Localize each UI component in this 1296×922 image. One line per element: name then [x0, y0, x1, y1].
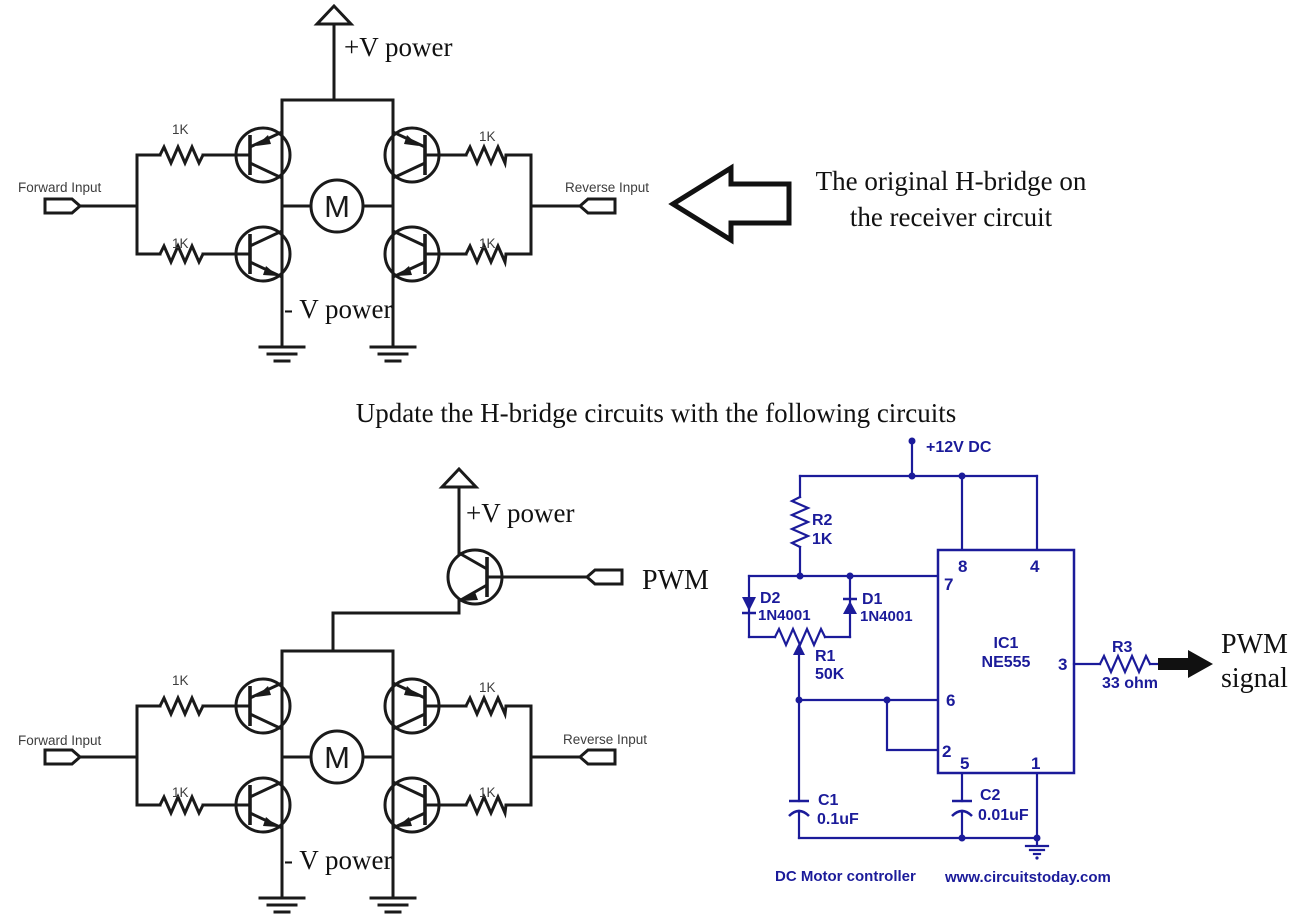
ic-part: NE555 — [982, 654, 1031, 671]
resistor-r3 — [1098, 653, 1152, 675]
potentiometer-r1 — [773, 626, 827, 648]
plus-v-arrow-icon — [313, 3, 355, 26]
resistor-value-label: 1K — [479, 236, 496, 251]
r2-value: 1K — [812, 531, 833, 548]
resistor-value-label: 1K — [172, 785, 189, 800]
r2-name: R2 — [812, 512, 833, 529]
r3-name: R3 — [1112, 639, 1133, 656]
resistor-1k-top-left — [158, 694, 205, 718]
forward-input-label: Forward Input — [18, 180, 102, 195]
pin-4: 4 — [1030, 557, 1040, 576]
motor — [309, 729, 365, 785]
resistor-1k-top-right — [464, 694, 508, 720]
c2-name: C2 — [980, 787, 1001, 804]
c1-name: C1 — [818, 792, 839, 809]
resistor-1k-top-left — [158, 143, 205, 167]
plus-v-power-label: +V power — [344, 32, 452, 62]
supply-label: +12V DC — [926, 439, 992, 456]
resistor-1k-bottom-right — [464, 242, 508, 268]
forward-input-callout — [43, 748, 83, 766]
resistor-value-label: 1K — [172, 673, 189, 688]
junction-dot — [908, 472, 916, 480]
pin-2: 2 — [942, 742, 951, 761]
ground-symbol — [258, 345, 306, 363]
c1-value: 0.1uF — [817, 811, 859, 828]
d1-value: 1N4001 — [860, 608, 913, 625]
minus-v-power-label: - V power — [284, 845, 393, 875]
output-arrow-icon — [1158, 650, 1213, 678]
reverse-input-label: Reverse Input — [563, 732, 647, 747]
pwm-transistor-internals — [458, 551, 589, 603]
reverse-input-callout — [577, 197, 617, 215]
pwm-callout — [584, 568, 624, 586]
r1-value: 50K — [815, 666, 845, 683]
plus-v-arrow-icon — [438, 466, 480, 489]
reverse-input-label: Reverse Input — [565, 180, 649, 195]
resistor-value-label: 1K — [172, 236, 189, 251]
forward-input-callout — [43, 197, 83, 215]
motor-label: M — [324, 189, 350, 224]
resistor-1k-bottom-left — [158, 793, 205, 817]
ground-symbol — [369, 896, 417, 914]
minus-v-power-label: - V power — [284, 294, 393, 324]
pin-7: 7 — [944, 575, 953, 594]
pin-5: 5 — [960, 754, 969, 773]
ic-ne555-box — [936, 548, 1076, 775]
resistor-1k-bottom-left — [158, 242, 205, 266]
pin-1: 1 — [1031, 754, 1040, 773]
diode-d2 — [742, 597, 756, 611]
update-instruction: Update the H-bridge circuits with the fo… — [356, 398, 957, 428]
modified-h-bridge: M +V power - V power PWM Forward Input R… — [18, 466, 709, 914]
reverse-input-callout — [577, 748, 617, 766]
resistor-value-label: 1K — [479, 680, 496, 695]
forward-input-label: Forward Input — [18, 733, 102, 748]
ground-symbol — [258, 896, 306, 914]
resistor-value-label: 1K — [479, 785, 496, 800]
motor-label: M — [324, 740, 350, 775]
resistor-value-label: 1K — [172, 122, 189, 137]
pin-6: 6 — [946, 691, 955, 710]
annotation-line2: the receiver circuit — [850, 202, 1053, 232]
transistor-internals — [248, 130, 427, 279]
d2-value: 1N4001 — [758, 607, 811, 624]
plus-v-power-label: +V power — [466, 498, 574, 528]
ground-symbol-blue — [1024, 836, 1050, 860]
annotation-line1: The original H-bridge on — [816, 166, 1087, 196]
diode-d1 — [843, 601, 857, 614]
junction-dot — [796, 572, 804, 580]
resistor-value-label: 1K — [479, 129, 496, 144]
d1-name: D1 — [862, 591, 883, 608]
ic-name: IC1 — [994, 635, 1019, 652]
credit-url: www.circuitstoday.com — [944, 869, 1111, 886]
r3-value: 33 ohm — [1102, 675, 1158, 692]
pin-8: 8 — [958, 557, 967, 576]
pwm-signal-line1: PWM — [1221, 629, 1288, 660]
original-h-bridge: M +V power - V power Forward Input Rever… — [18, 3, 649, 363]
annotation-callout: The original H-bridge on the receiver ci… — [668, 163, 1087, 245]
d2-name: D2 — [760, 590, 781, 607]
resistor-r2 — [789, 495, 811, 549]
pwm-input-label: PWM — [642, 565, 709, 596]
ground-symbol — [369, 345, 417, 363]
r1-name: R1 — [815, 648, 836, 665]
transistor-internals — [248, 681, 427, 830]
resistor-1k-top-right — [464, 143, 508, 169]
resistor-1k-bottom-right — [464, 793, 508, 819]
pin-3: 3 — [1058, 655, 1067, 674]
left-arrow-icon — [668, 163, 792, 245]
controller-caption: DC Motor controller — [775, 868, 916, 885]
pot-wiper-arrow-icon — [793, 643, 805, 655]
pwm-signal-line2: signal — [1221, 663, 1288, 694]
c2-value: 0.01uF — [978, 807, 1029, 824]
ne555-pwm-controller: +12V DC R2 1K D2 1N4001 D1 1N4001 R1 50K… — [742, 437, 1288, 886]
motor — [309, 178, 365, 234]
